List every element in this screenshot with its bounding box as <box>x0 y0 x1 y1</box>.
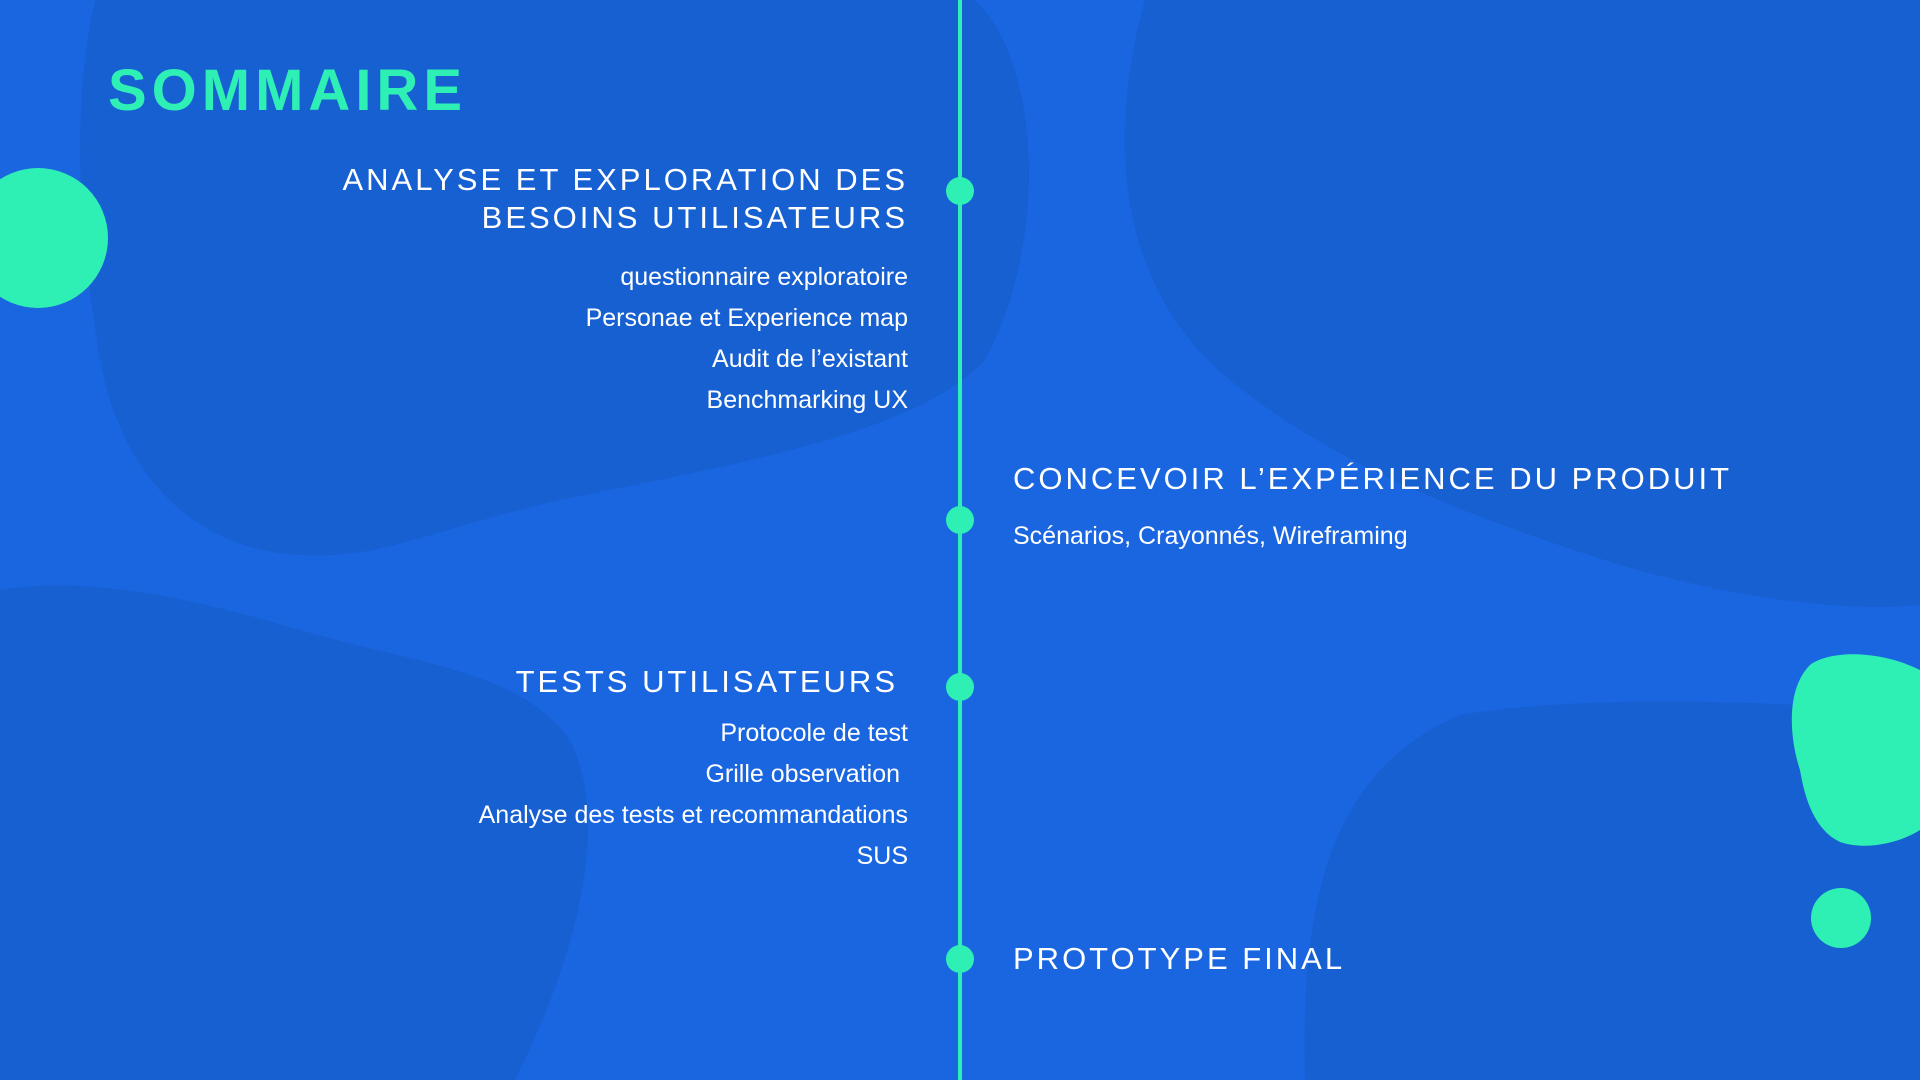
timeline-dot-4 <box>946 945 974 973</box>
accent-circle-left <box>0 168 108 308</box>
section-items-analyse: questionnaire exploratoire Personae et E… <box>342 257 908 421</box>
list-item: Protocole de test <box>720 719 908 747</box>
section-heading-tests: TESTS UTILISATEURS <box>515 664 898 699</box>
background-blob-top-left <box>80 0 1030 556</box>
background-blob-bottom-right <box>1304 701 1920 1080</box>
section-heading-line2: BESOINS UTILISATEURS <box>481 200 908 235</box>
background-blob-top-right <box>1124 0 1920 607</box>
page-title: SOMMAIRE <box>108 58 467 123</box>
list-item: Grille observation <box>705 760 900 788</box>
section-tests: TESTS UTILISATEURS Protocole de test Gri… <box>479 663 908 877</box>
list-item: Personae et Experience map <box>585 304 908 332</box>
section-heading-analyse: ANALYSE ET EXPLORATION DES BESOINS UTILI… <box>342 161 908 237</box>
timeline-dot-2 <box>946 506 974 534</box>
section-analyse: ANALYSE ET EXPLORATION DES BESOINS UTILI… <box>342 161 908 421</box>
list-item: questionnaire exploratoire <box>620 263 908 291</box>
timeline-line <box>958 0 962 1080</box>
section-items-concevoir: Scénarios, Crayonnés, Wireframing <box>1013 516 1732 557</box>
accent-blob-right <box>1791 654 1920 846</box>
list-item: Scénarios, Crayonnés, Wireframing <box>1013 522 1408 550</box>
list-item: Benchmarking UX <box>706 386 908 414</box>
section-items-tests: Protocole de test Grille observation Ana… <box>479 713 908 877</box>
list-item: SUS <box>856 842 908 870</box>
section-concevoir: CONCEVOIR L’EXPÉRIENCE DU PRODUIT Scénar… <box>1013 460 1732 557</box>
section-prototype: PROTOTYPE FINAL <box>1013 940 1345 978</box>
timeline-dot-3 <box>946 673 974 701</box>
list-item: Audit de l’existant <box>712 345 908 373</box>
timeline-dot-1 <box>946 177 974 205</box>
section-heading-concevoir: CONCEVOIR L’EXPÉRIENCE DU PRODUIT <box>1013 461 1733 496</box>
background-blob-bottom-left <box>0 585 589 1080</box>
list-item: Analyse des tests et recommandations <box>478 801 908 829</box>
section-heading-prototype: PROTOTYPE FINAL <box>1013 941 1346 976</box>
section-heading-line1: ANALYSE ET EXPLORATION DES <box>342 162 908 197</box>
accent-circle-small-right <box>1811 888 1871 948</box>
